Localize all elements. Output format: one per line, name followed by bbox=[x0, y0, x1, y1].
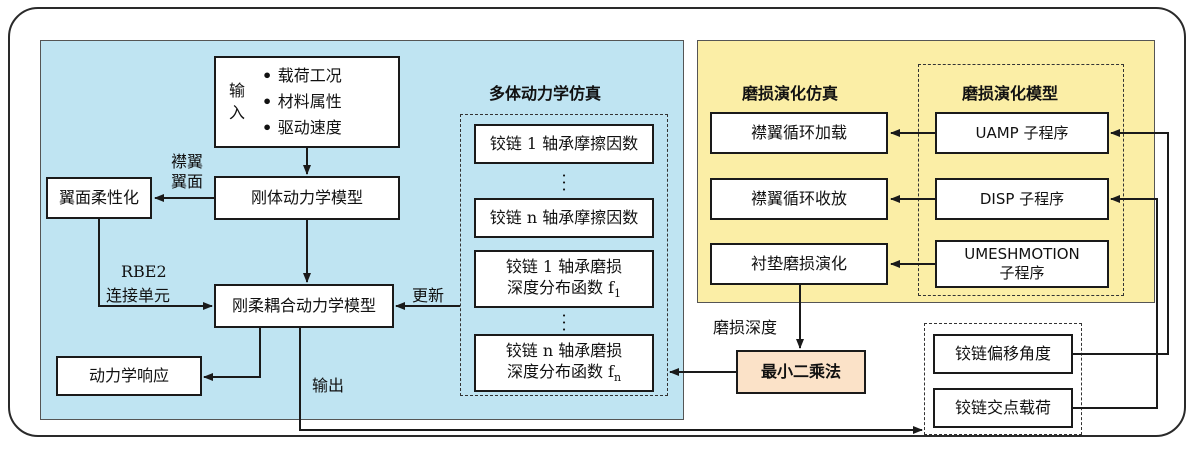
output-label: 输出 bbox=[312, 376, 345, 395]
connection-element-label: 连接单元 bbox=[106, 286, 171, 305]
hinge-offset-angle: 铰链偏移角度 bbox=[933, 334, 1073, 374]
wear-model-group bbox=[918, 64, 1124, 296]
liner-wear-evolution: 衬垫磨损演化 bbox=[710, 243, 888, 285]
arrow-output bbox=[299, 328, 923, 434]
umeshmotion-subroutine: UMESHMOTION 子程序 bbox=[935, 240, 1109, 288]
vertical-ellipsis: ··· bbox=[561, 306, 567, 339]
hingen-wear-box: 铰链 n 轴承磨损 深度分布函数 fn bbox=[474, 334, 654, 392]
input-item-material: 材料属性 bbox=[262, 89, 342, 115]
hinge-output-group bbox=[924, 323, 1082, 435]
outer-frame bbox=[8, 7, 1186, 437]
hinge1-friction-box: 铰链 1 轴承摩擦因数 bbox=[474, 124, 654, 164]
wing-label: 翼面 bbox=[171, 172, 204, 191]
rbe2-label: RBE2 bbox=[121, 262, 167, 281]
input-list: 载荷工况 材料属性 驱动速度 bbox=[262, 63, 342, 141]
arrow-coupled-to-response bbox=[203, 328, 261, 381]
arrow-wing-to-coupled bbox=[98, 219, 213, 310]
hinge-param-group bbox=[460, 114, 668, 396]
rigid-body-model: 刚体动力学模型 bbox=[214, 176, 400, 220]
wear-depth-label: 磨损深度 bbox=[713, 318, 778, 337]
wear-sim-title: 磨损演化仿真 bbox=[742, 84, 839, 103]
wear-model-title: 磨损演化模型 bbox=[962, 84, 1059, 103]
least-squares-box: 最小二乘法 bbox=[736, 350, 866, 394]
wing-flexibility-box: 翼面柔性化 bbox=[46, 177, 152, 219]
hinge-intersection-load: 铰链交点载荷 bbox=[933, 388, 1073, 428]
flap-label: 襟翼 bbox=[171, 152, 204, 171]
input-item-speed: 驱动速度 bbox=[262, 115, 342, 141]
hinge1-wear-box: 铰链 1 轴承磨损 深度分布函数 f1 bbox=[474, 250, 654, 308]
arrow-load-to-disp bbox=[1073, 195, 1158, 409]
vertical-ellipsis: ··· bbox=[561, 166, 567, 199]
disp-subroutine: DISP 子程序 bbox=[935, 178, 1109, 220]
flap-cyclic-loading: 襟翼循环加载 bbox=[710, 112, 888, 154]
input-item-load: 载荷工况 bbox=[262, 63, 342, 89]
uamp-subroutine: UAMP 子程序 bbox=[935, 112, 1109, 154]
rigid-flexible-coupled-model: 刚柔耦合动力学模型 bbox=[214, 284, 394, 328]
hingen-friction-box: 铰链 n 轴承摩擦因数 bbox=[474, 198, 654, 238]
flap-cyclic-retraction: 襟翼循环收放 bbox=[710, 178, 888, 220]
input-box: 输入 载荷工况 材料属性 驱动速度 bbox=[214, 56, 400, 148]
multibody-sim-title: 多体动力学仿真 bbox=[489, 84, 602, 103]
input-label: 输入 bbox=[228, 81, 245, 122]
dynamic-response-box: 动力学响应 bbox=[56, 356, 202, 396]
arrow-angle-to-uamp bbox=[1073, 129, 1169, 355]
update-label: 更新 bbox=[412, 286, 445, 305]
